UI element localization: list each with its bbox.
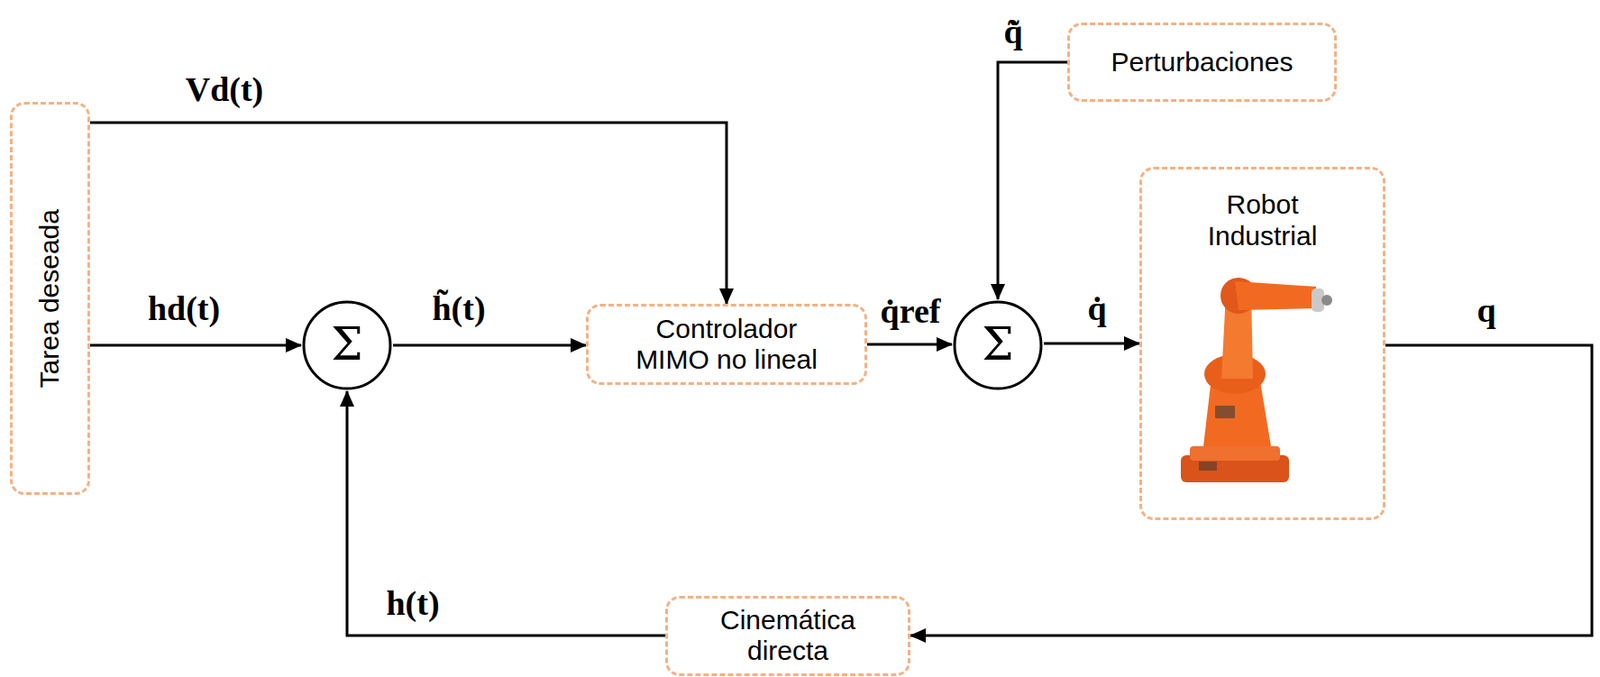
robot-illustration [1162,270,1335,492]
signal-arrow [867,343,952,347]
signal-arrow [997,62,1068,300]
box-label: Robot Industrial [1186,189,1340,252]
signal-label: q̇ [1083,288,1110,330]
signal-label: h̃(t) [428,288,489,330]
box-label: Cinemática directa [702,604,874,668]
disturbance-box: Perturbaciones [1067,22,1337,102]
robot-box: Robot Industrial [1139,166,1386,521]
signal-arrow [393,344,586,348]
task-box: Tarea deseada [9,101,91,495]
signal-arrow [1043,342,1140,346]
box-label: Tarea deseada [34,209,66,389]
sum-junction: Σ [301,299,394,392]
sum-symbol: Σ [981,319,1014,372]
signal-label: q̃̇ [999,11,1026,54]
box-label: Controlador MIMO no lineal [618,313,835,376]
signal-arrow [90,122,727,304]
signal-label: hd(t) [144,288,224,330]
signal-label: h(t) [382,583,443,625]
box-label: Perturbaciones [1111,46,1294,79]
signal-arrow [910,345,1592,636]
signal-arrow [347,391,666,636]
controller-box: Controlador MIMO no lineal [585,303,868,385]
sum-junction: Σ [951,299,1044,392]
signal-label: q [1472,290,1500,332]
signal-label: Vd(t) [182,69,268,111]
signal-label: q̇ref [877,291,945,333]
signal-arrow [90,344,302,348]
sum-symbol: Σ [330,319,363,372]
kinematics-box: Cinemática directa [665,595,911,677]
